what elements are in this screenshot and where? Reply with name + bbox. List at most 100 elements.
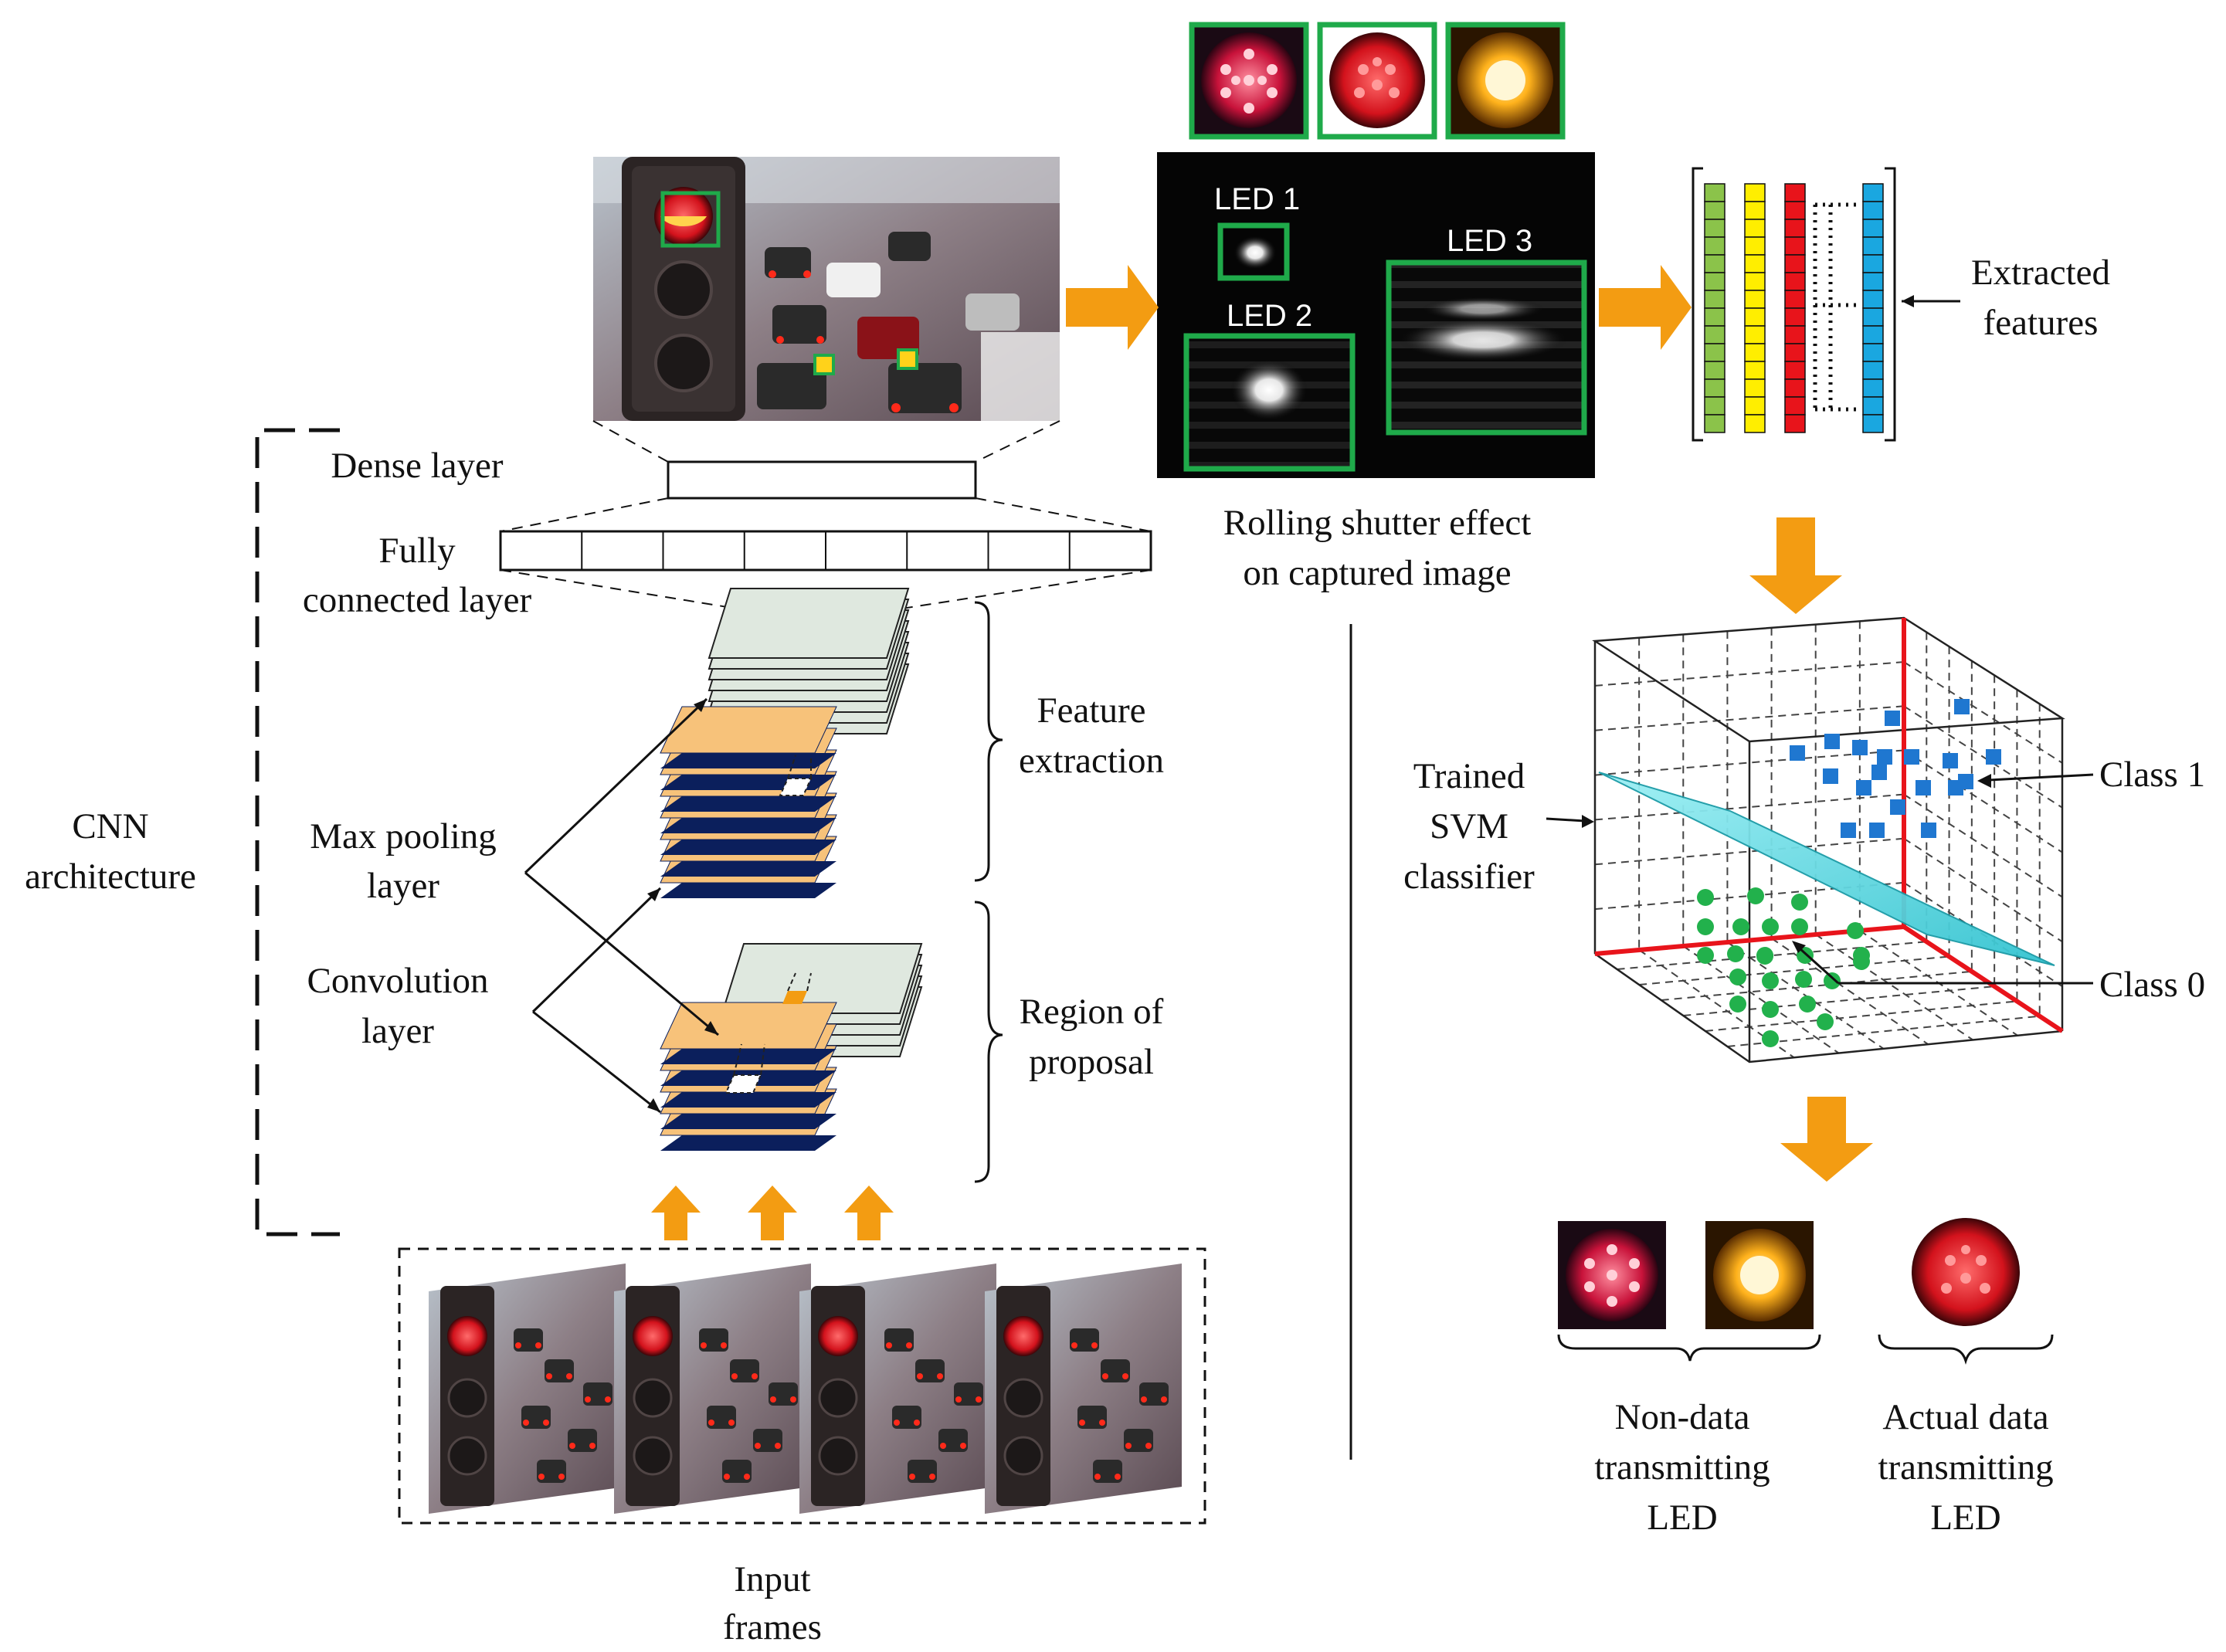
- class-0-point: [1697, 947, 1714, 964]
- class-0-point: [1797, 947, 1814, 964]
- feature-cell: [1784, 414, 1806, 433]
- feature-cell: [1784, 183, 1806, 202]
- input-frame: [799, 1264, 996, 1514]
- region-proposal-label-1: Region of: [1020, 992, 1164, 1032]
- class-0-point: [1697, 918, 1714, 935]
- class-0-point: [1795, 971, 1812, 988]
- feature-cell: [1744, 272, 1766, 291]
- feature-cell: [1784, 361, 1806, 380]
- class-1-point: [1871, 765, 1887, 780]
- arrow-features-to-svm: [1749, 517, 1842, 614]
- feature-cell: [1862, 325, 1884, 344]
- input-frame: [985, 1264, 1182, 1514]
- feature-cell: [1704, 307, 1725, 327]
- feature-cell: [1744, 414, 1766, 433]
- feature-cell: [1784, 325, 1806, 344]
- feature-cell: [1744, 361, 1766, 380]
- fully-connected-label-2: connected layer: [303, 580, 532, 620]
- class-0-point: [1791, 918, 1808, 935]
- extracted-features-label-2: features: [1983, 303, 2099, 343]
- feature-cell: [1704, 343, 1725, 362]
- feature-cell: [1744, 290, 1766, 309]
- led-thumbnails-top: [1189, 22, 1566, 140]
- arrow-shutter-to-features: [1599, 265, 1692, 350]
- feature-cell: [1862, 414, 1884, 433]
- feature-cell: [1744, 396, 1766, 416]
- input-frames-label-1: Input: [734, 1559, 810, 1599]
- class-1-point: [1790, 745, 1805, 761]
- class-1-point: [1856, 780, 1871, 795]
- led-1-label: LED 1: [1214, 182, 1300, 216]
- class-0-point: [1762, 1001, 1779, 1018]
- class-0-point: [1729, 968, 1746, 985]
- feature-cell: [1784, 236, 1806, 256]
- actual-data-label-1: Actual data: [1882, 1397, 2048, 1437]
- class-1-point: [1986, 749, 2001, 765]
- feature-cell: [1704, 396, 1725, 416]
- led-2-label: LED 2: [1227, 299, 1312, 333]
- feature-cell: [1704, 378, 1725, 398]
- stage-braces: [974, 601, 1003, 1183]
- feature-cell: [1862, 343, 1884, 362]
- feature-cell: [1862, 254, 1884, 273]
- feature-cell: [1862, 307, 1884, 327]
- arrow-photo-to-shutter: [1066, 265, 1159, 350]
- feature-cell: [1862, 272, 1884, 291]
- cnn-label-2: architecture: [25, 857, 196, 897]
- feature-cell: [1784, 396, 1806, 416]
- class-0-point: [1762, 1030, 1779, 1047]
- feature-cell: [1862, 236, 1884, 256]
- class-0-point: [1727, 945, 1744, 962]
- class-0-point: [1762, 918, 1779, 935]
- dense-layer-box: [667, 460, 977, 500]
- class-0-point: [1817, 1013, 1834, 1030]
- cnn-layer-stacks: [660, 588, 923, 1151]
- flow-arrows-top: [1066, 265, 1873, 1182]
- feature-cell: [1744, 219, 1766, 238]
- class-0-point: [1847, 922, 1864, 939]
- feature-cell: [1704, 361, 1725, 380]
- cnn-label-1: CNN: [72, 806, 148, 846]
- class-0-label: Class 0: [2099, 965, 2205, 1005]
- trained-svm-label-1: Trained: [1413, 756, 1525, 796]
- non-data-label-3: LED: [1647, 1498, 1717, 1538]
- feature-cell: [1704, 414, 1725, 433]
- class-1-point: [1877, 749, 1892, 765]
- feature-cell: [1862, 201, 1884, 220]
- feature-cell: [1744, 236, 1766, 256]
- feature-cell: [1704, 272, 1725, 291]
- svm-hyperplane: [1598, 772, 2055, 966]
- class-0-point: [1799, 996, 1816, 1013]
- convolution-label-1: Convolution: [307, 961, 488, 1001]
- input-frame: [614, 1264, 811, 1514]
- output-led-images: [1557, 1218, 2054, 1365]
- feature-cell: [1744, 325, 1766, 344]
- feature-cell: [1862, 290, 1884, 309]
- max-pooling-label-2: layer: [367, 866, 439, 906]
- feature-cell: [1744, 254, 1766, 273]
- non-data-label-1: Non-data: [1615, 1397, 1750, 1437]
- input-frames-box: [398, 1247, 1206, 1525]
- rolling-shutter-label-2: on captured image: [1243, 553, 1511, 593]
- max-pooling-label-1: Max pooling: [310, 816, 497, 857]
- feature-cell: [1744, 378, 1766, 398]
- class-0-point: [1747, 887, 1764, 904]
- extracted-feature-vectors: [1692, 167, 1960, 442]
- feature-cell: [1862, 219, 1884, 238]
- feature-extraction-label-1: Feature: [1037, 690, 1146, 731]
- class-0-point: [1756, 948, 1773, 965]
- feature-cell: [1784, 272, 1806, 291]
- non-data-label-2: transmitting: [1594, 1447, 1770, 1487]
- class-1-point: [1958, 774, 1973, 789]
- class-1-label: Class 1: [2099, 755, 2205, 795]
- class-1-point: [1823, 768, 1838, 784]
- feature-cell: [1704, 183, 1725, 202]
- class-1-point: [1921, 823, 1936, 838]
- input-frame: [429, 1264, 626, 1514]
- feature-cell: [1704, 201, 1725, 220]
- class-1-point: [1841, 823, 1856, 838]
- led-3-label: LED 3: [1447, 224, 1532, 258]
- feature-cell: [1862, 396, 1884, 416]
- feature-cell: [1784, 343, 1806, 362]
